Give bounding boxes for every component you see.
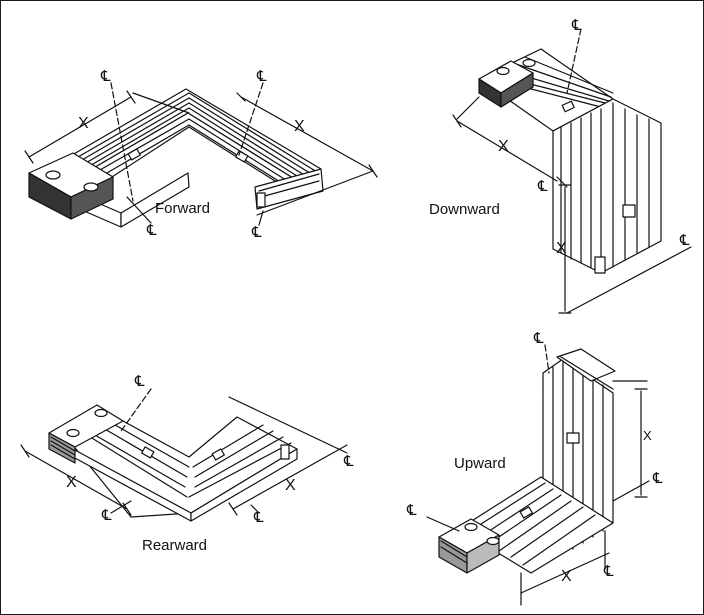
- centerline-symbol: ℄: [101, 67, 111, 85]
- dim-x: X: [498, 138, 509, 155]
- centerline-symbol: ℄: [252, 223, 262, 241]
- centerline-symbol: ℄: [534, 329, 544, 347]
- centerline-symbol: ℄: [344, 452, 354, 470]
- centerline-symbol: ℄: [102, 506, 112, 524]
- downward-elbow: [452, 28, 692, 314]
- rearward-elbow: [20, 388, 348, 522]
- centerline-symbol: ℄: [604, 562, 614, 580]
- label-downward: Downward: [429, 201, 500, 218]
- label-forward: Forward: [155, 200, 211, 217]
- label-rearward: Rearward: [142, 537, 208, 554]
- dim-x: X: [78, 115, 89, 132]
- centerline-symbol: ℄: [257, 67, 267, 85]
- dim-x: X: [556, 240, 567, 257]
- forward-elbow: [24, 82, 378, 228]
- centerline-symbol: ℄: [538, 177, 548, 195]
- upward-elbow: [426, 344, 650, 606]
- centerline-symbol: ℄: [572, 16, 582, 34]
- dim-x: X: [294, 118, 305, 135]
- centerline-symbol: ℄: [254, 508, 264, 526]
- centerline-symbol: ℄: [135, 372, 145, 390]
- dim-x: X: [561, 568, 572, 585]
- centerline-symbol: ℄: [147, 221, 157, 239]
- centerline-symbol: ℄: [653, 469, 663, 487]
- centerline-symbol: ℄: [680, 231, 690, 249]
- dim-x: X: [643, 428, 652, 443]
- centerline-symbol: ℄: [407, 501, 417, 519]
- dim-x: X: [285, 477, 296, 494]
- label-upward: Upward: [454, 455, 506, 472]
- dim-x: X: [66, 474, 77, 491]
